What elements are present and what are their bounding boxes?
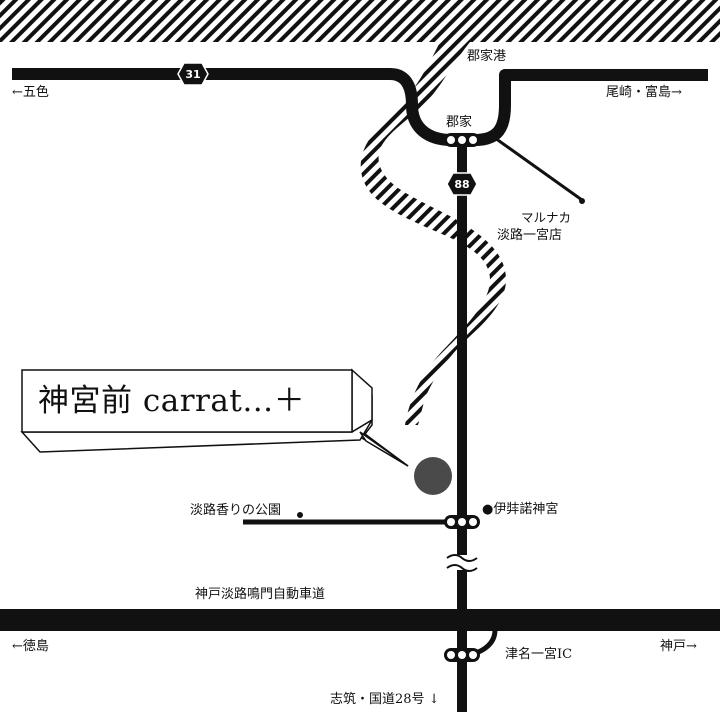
label-tsuna-ic: 津名一宮IC [505, 647, 573, 662]
signal-izanagi [444, 515, 480, 529]
signal-gunge [444, 133, 480, 147]
label-gunge: 郡家 [446, 115, 473, 130]
marunaka-dot [579, 198, 585, 204]
label-izanagi-shrine: ●伊弉諾神宮 [482, 502, 559, 517]
label-kobe: 神戸→ [660, 639, 697, 654]
signal-ic [444, 648, 480, 662]
route-31-shield: 31 [177, 62, 209, 86]
destination-title: 神宮前 carrat…＋ [38, 383, 306, 419]
label-shizuki: 志筑・国道28号 ↓ [330, 692, 440, 707]
label-ozaki-tomishima: 尾崎・富島→ [606, 85, 682, 100]
label-expressway: 神戸淡路鳴門自動車道 [195, 587, 326, 602]
label-gunge-port: 郡家港 [467, 49, 507, 64]
roads [0, 68, 720, 712]
route-88-shield: 88 [446, 172, 478, 196]
label-marunaka-1: マルナカ [521, 210, 572, 225]
svg-text:88: 88 [454, 178, 469, 191]
svg-text:31: 31 [185, 68, 200, 81]
label-marunaka-2: 淡路一宮店 [497, 228, 563, 243]
label-tokushima: ←徳島 [12, 639, 49, 654]
destination-callout [20, 368, 409, 467]
label-kaori-park: 淡路香りの公園 [190, 503, 282, 518]
destination-marker [414, 457, 452, 495]
kaori-park-dot [297, 512, 303, 518]
label-goshiki: ←五色 [12, 85, 49, 100]
sea-hatching [0, 0, 720, 425]
